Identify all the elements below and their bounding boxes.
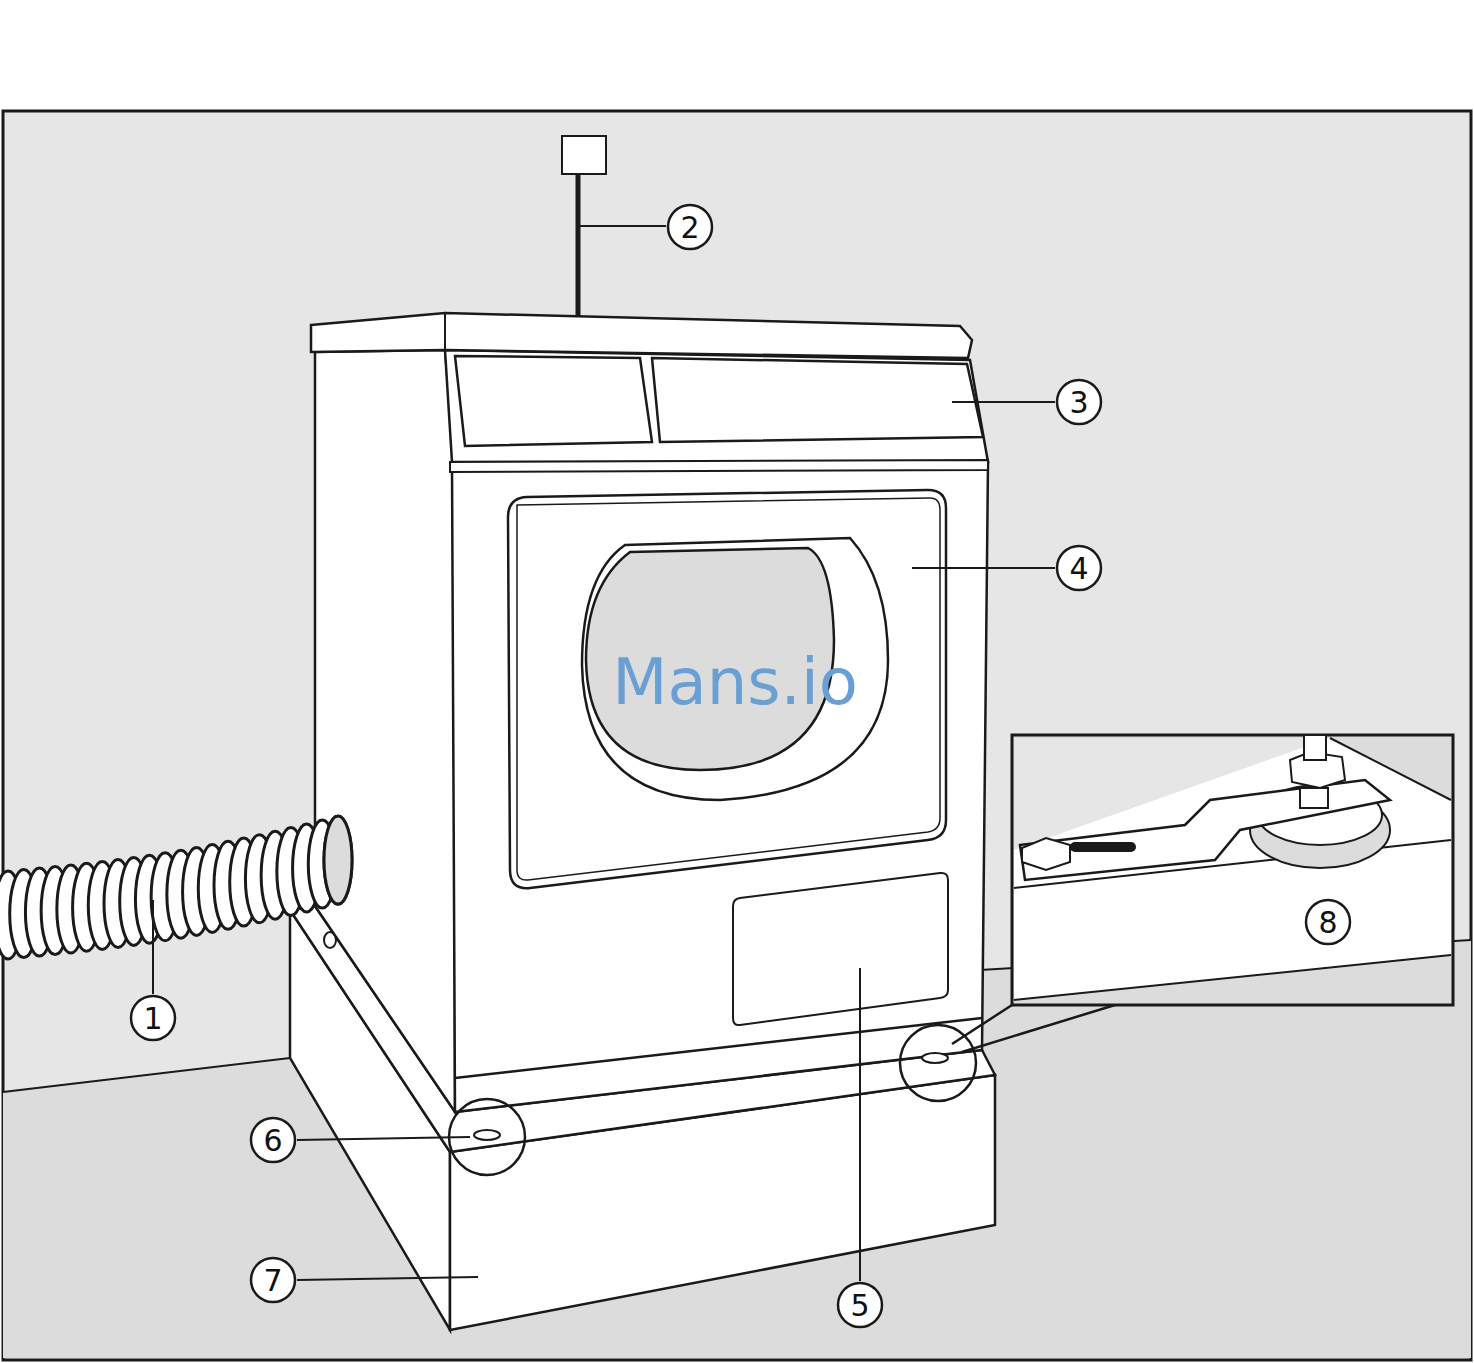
callout-number: 1 (143, 1004, 162, 1034)
inset-frame (1012, 735, 1453, 1005)
power-cable (576, 174, 581, 316)
trim-strip (450, 460, 988, 472)
callout-circle (131, 996, 175, 1040)
callout-number: 5 (850, 1291, 869, 1321)
panel-window (455, 356, 652, 446)
inset-edge (1014, 955, 1451, 1000)
leader-lines (153, 226, 1055, 1281)
hose-end (324, 816, 352, 904)
hex-bolt (1022, 838, 1070, 870)
bracket-slot (1070, 842, 1136, 852)
leader-line (152, 900, 154, 994)
callout-circle (838, 1283, 882, 1327)
leader-line (580, 225, 666, 227)
porthole-rim (582, 538, 888, 800)
callout-number: 6 (263, 1126, 282, 1156)
callout-circle (668, 205, 712, 249)
inset-plinth (1014, 738, 1451, 1000)
threaded-rod (1300, 788, 1328, 808)
floor (3, 1058, 290, 1358)
foot-bolt (922, 1053, 948, 1063)
door-inner (517, 498, 940, 880)
exhaust-hose (0, 816, 352, 959)
dryer-side (315, 350, 455, 1112)
dryer-front (452, 462, 988, 1112)
threaded-rod (1304, 735, 1326, 760)
callout-circle (1306, 900, 1350, 944)
watermark: Mans.io (612, 650, 858, 714)
callout-circles (131, 205, 1350, 1327)
callout-number: 8 (1318, 908, 1337, 938)
control-panel (445, 350, 988, 462)
callout-circle (251, 1258, 295, 1302)
leader-line (297, 1277, 478, 1280)
leader-line (952, 401, 1055, 403)
callout-circle (251, 1118, 295, 1162)
foot-bolt (474, 1130, 500, 1140)
callout-number: 4 (1069, 554, 1088, 584)
panel-window (652, 358, 983, 442)
leader-line (859, 968, 861, 1281)
callout-circle (1057, 380, 1101, 424)
wall (3, 111, 1471, 1360)
callout-number: 2 (680, 213, 699, 243)
inset-line (962, 1005, 1115, 1052)
hose-ring (324, 816, 352, 904)
lid-edge (444, 313, 446, 350)
floor-line (3, 1058, 290, 1092)
bracket (1020, 780, 1390, 880)
callout-number: 3 (1069, 388, 1088, 418)
lid (311, 313, 972, 358)
callout-circle (1057, 546, 1101, 590)
leader-line (912, 567, 1055, 569)
leader-line (297, 1137, 470, 1140)
callout-number: 7 (263, 1266, 282, 1296)
filter-panel (733, 873, 948, 1025)
plug (562, 136, 606, 174)
door (508, 490, 946, 888)
